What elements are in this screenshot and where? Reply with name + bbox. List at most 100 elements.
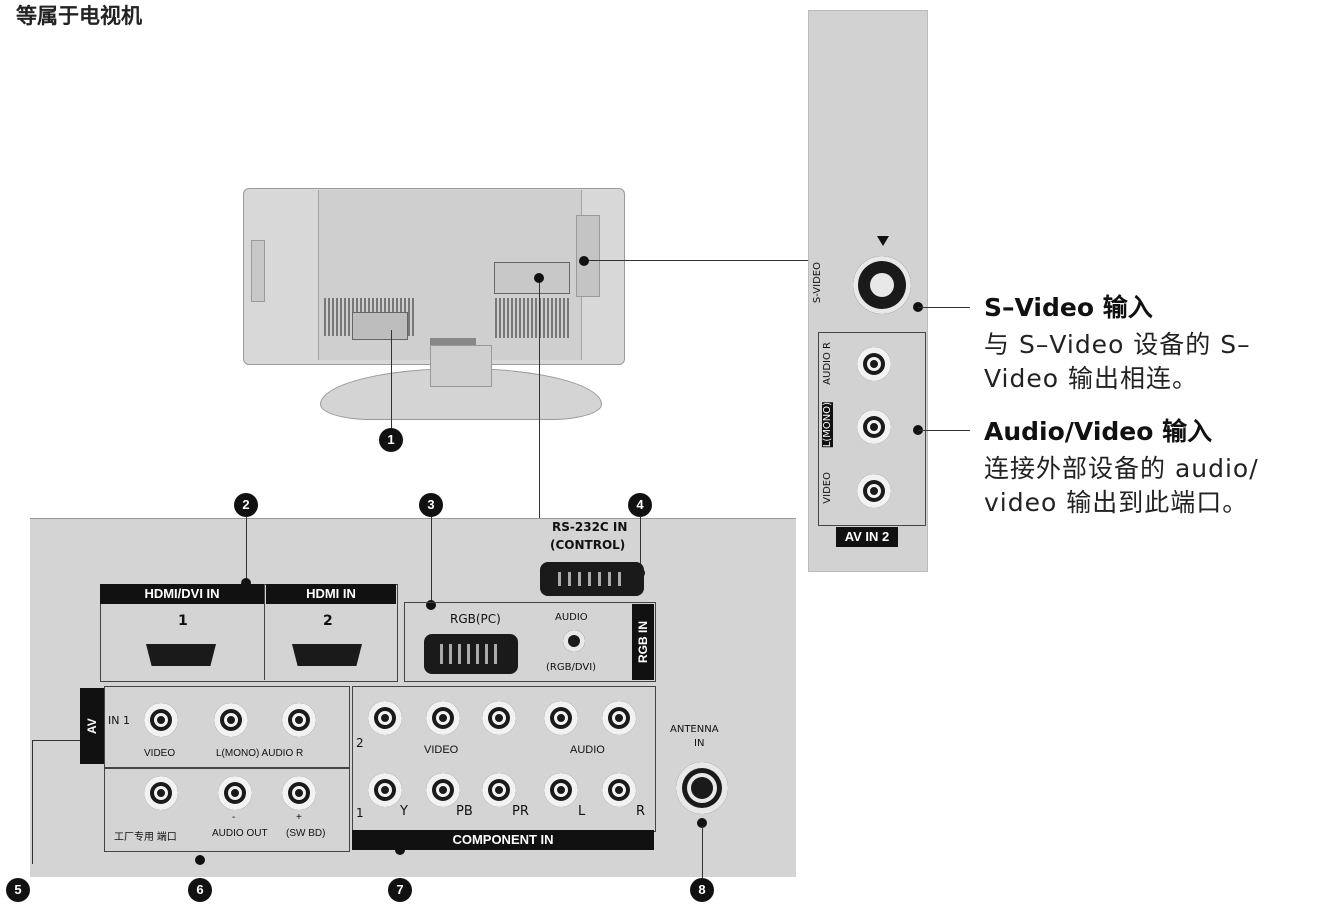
callout-1: 1 xyxy=(379,428,403,452)
av-label: AV xyxy=(80,688,104,764)
comp2-audio-l-jack[interactable] xyxy=(544,701,578,735)
antenna-label-line2: IN xyxy=(694,738,705,749)
side-panel-connector-dot xyxy=(579,256,589,266)
callout-8-dot xyxy=(697,818,707,828)
rgb-pc-label: RGB(PC) xyxy=(450,612,501,626)
svideo-jack[interactable] xyxy=(853,256,911,314)
tv-to-rear-connector-line xyxy=(539,278,540,518)
callout-4-line xyxy=(640,517,641,573)
comp1-pb-jack[interactable] xyxy=(426,773,460,807)
callout-2-dot xyxy=(241,578,251,588)
callout-6: 6 xyxy=(188,878,212,902)
rgb-audio-label: AUDIO xyxy=(555,612,588,623)
av1-audio-label: L(MONO) AUDIO R xyxy=(216,748,304,759)
hdmi-dvi-in-label: HDMI/DVI IN xyxy=(100,584,264,604)
side-audio-r-label: AUDIO R xyxy=(822,342,833,385)
svideo-annotation-title: S–Video 输入 xyxy=(984,293,1153,322)
av-in2-group xyxy=(818,332,926,526)
tv-center-slot xyxy=(430,338,476,346)
callout-2: 2 xyxy=(234,493,258,517)
rs232-label-line1: RS-232C IN xyxy=(552,520,628,534)
callout-8-line xyxy=(702,826,703,878)
comp2-jack-2[interactable] xyxy=(426,701,460,735)
tv-port-block-right xyxy=(494,262,570,294)
comp1-audio-r-jack[interactable] xyxy=(602,773,636,807)
comp1-pr-jack[interactable] xyxy=(482,773,516,807)
comp2-audio-r-jack[interactable] xyxy=(602,701,636,735)
comp-r-label: R xyxy=(636,804,646,819)
comp2-jack-1[interactable] xyxy=(368,701,402,735)
svideo-pins-icon xyxy=(870,273,894,297)
audio-out-plus-jack[interactable] xyxy=(282,776,316,810)
callout-3-dot xyxy=(426,600,436,610)
av1-audio-r-jack[interactable] xyxy=(282,703,316,737)
callout-7-dot xyxy=(395,845,405,855)
av1-video-jack[interactable] xyxy=(144,703,178,737)
hdmi2-number: 2 xyxy=(323,613,333,629)
callout-1-line xyxy=(391,330,392,428)
audio-out-minus-jack[interactable] xyxy=(218,776,252,810)
side-audio-l-label: L(MONO) xyxy=(822,402,833,448)
comp1-y-jack[interactable] xyxy=(368,773,402,807)
comp1-audio-l-jack[interactable] xyxy=(544,773,578,807)
comp-y-label: Y xyxy=(400,804,408,819)
av-annotation-line xyxy=(918,430,970,431)
rgb-audio-jack[interactable] xyxy=(563,630,585,652)
av1-audio-l-jack[interactable] xyxy=(214,703,248,737)
callout-3-line xyxy=(431,517,432,603)
callout-4: 4 xyxy=(628,493,652,517)
tv-port-block-left xyxy=(352,312,408,340)
comp-video-label: VIDEO xyxy=(424,744,459,756)
callout-6-dot xyxy=(195,855,205,865)
rs232-label-line2: (CONTROL) xyxy=(550,538,626,552)
audio-out-plus-sign: + xyxy=(296,812,302,823)
side-video-jack[interactable] xyxy=(857,474,891,508)
rgb-pins-icon xyxy=(440,644,502,664)
tv-stand-neck xyxy=(430,345,492,387)
comp-pb-label: PB xyxy=(456,804,473,819)
hdmi2-port[interactable] xyxy=(292,644,362,666)
antenna-label-line1: ANTENNA xyxy=(670,724,719,735)
side-audio-r-jack[interactable] xyxy=(857,347,891,381)
component-in-label: COMPONENT IN xyxy=(352,830,654,850)
rgb-in-section xyxy=(404,602,656,682)
antenna-in-jack[interactable] xyxy=(676,762,728,814)
rgb-dvi-label: (RGB/DVI) xyxy=(546,662,597,673)
svideo-arrow-icon xyxy=(877,236,889,246)
component-row1-number: 1 xyxy=(356,806,364,820)
factory-port-jack[interactable] xyxy=(144,776,178,810)
callout-8: 8 xyxy=(690,878,714,902)
rear-jack-panel xyxy=(30,518,796,877)
av-annotation-title: Audio/Video 输入 xyxy=(984,417,1213,446)
rgb-in-label: RGB IN xyxy=(632,604,654,680)
callout-5-line xyxy=(32,740,33,864)
audio-out-group xyxy=(104,768,350,852)
comp-l-label: L xyxy=(578,804,586,819)
tv-vent-right xyxy=(495,298,569,338)
hdmi-divider xyxy=(264,584,265,680)
component-row2-number: 2 xyxy=(356,736,364,750)
tv-side-jack-area xyxy=(576,215,600,297)
callout-5-hline xyxy=(32,740,80,741)
page-caption: 等属于电视机 xyxy=(16,4,142,28)
side-video-label: VIDEO xyxy=(822,472,833,504)
comp-audio-label: AUDIO xyxy=(570,744,605,756)
av1-video-label: VIDEO xyxy=(144,748,176,759)
rs232-pins-icon xyxy=(558,572,626,586)
svideo-jack-label: S-VIDEO xyxy=(812,262,823,304)
svideo-annotation-line2: Video 输出相连。 xyxy=(984,364,1198,393)
callout-5: 5 xyxy=(6,878,30,902)
tv-side-bump xyxy=(251,240,265,302)
svideo-annotation-line1: 与 S–Video 设备的 S– xyxy=(984,330,1251,359)
comp-pr-label: PR xyxy=(512,804,529,819)
comp2-jack-3[interactable] xyxy=(482,701,516,735)
callout-7: 7 xyxy=(388,878,412,902)
audio-out-minus-sign: - xyxy=(232,812,236,823)
callout-2-line xyxy=(246,517,247,583)
factory-port-label: 工厂专用 端口 xyxy=(114,832,177,843)
av-in2-label: AV IN 2 xyxy=(836,527,898,547)
tv-to-rear-connector-dot xyxy=(534,273,544,283)
av-annotation-line2: video 输出到此端口。 xyxy=(984,488,1249,517)
hdmi1-port[interactable] xyxy=(146,644,216,666)
side-audio-l-jack[interactable] xyxy=(857,410,891,444)
